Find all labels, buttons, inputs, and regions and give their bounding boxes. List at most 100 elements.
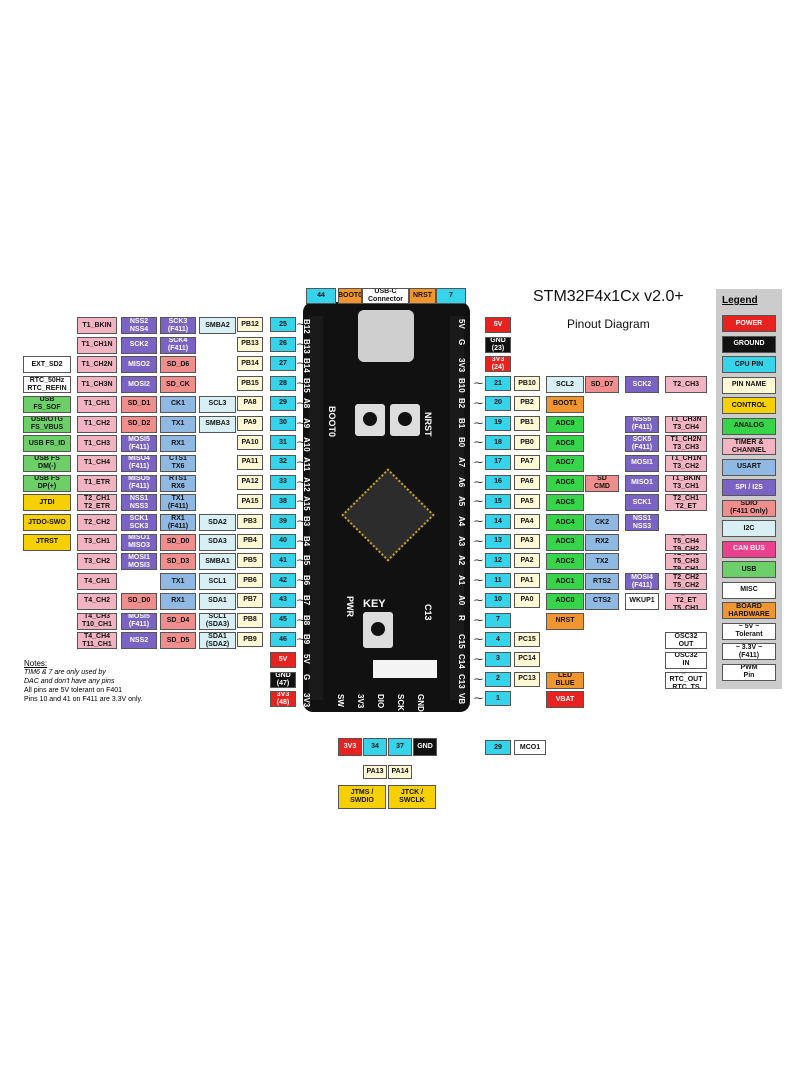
right-silk-label: 3V3 [457,358,466,373]
tolerant-mark: ⁓ [474,476,483,487]
left-function-cell: RX1 [160,592,196,610]
right-pin-name: PB0 [514,435,540,451]
tolerant-mark: ⁓ [297,575,306,586]
right-silk-label: B10 [457,378,466,393]
tolerant-mark: ⁓ [297,535,306,546]
right-function-cell: ADC0 [546,592,584,610]
left-silk-label: B15 [302,378,311,393]
left-function-cell: JTDO-SWO [23,514,71,531]
left-pin-name: PB5 [237,553,263,569]
right-cpu-pin: 14 [485,514,511,529]
left-pin-name: PB7 [237,592,263,608]
right-pin-name: PA1 [514,573,540,589]
right-cpu-pin: 12 [485,553,511,569]
left-function-cell: SCK1 SCK3 [121,514,157,531]
left-function-cell: SDA2 [199,514,236,531]
tolerant-mark: ⁓ [474,535,483,546]
legend-item: GROUND [722,335,776,353]
tolerant-mark: ⁓ [474,673,483,684]
left-function-cell: SD_D6 [160,356,196,374]
right-function-cell: RX2 [585,533,619,551]
left-function-cell: T1_CH3N [77,376,117,394]
key-label: KEY [363,598,386,610]
right-function-cell: NSS1 NSS3 [625,514,659,531]
left-function-cell: SCL1 [199,573,236,591]
bottom-pin: 3V3 [338,738,362,756]
tolerant-mark: ⁓ [474,693,483,704]
left-function-cell: MOSI5 (F411) [121,612,157,630]
left-pin-name: PA9 [237,415,263,431]
c13-label: C13 [423,604,433,621]
left-function-cell: T1_CH4 [77,454,117,472]
right-function-cell: RTC_AMP1 RTC_OUT RTC_TS [665,671,707,689]
legend-item: ~ 3.3V ~ (F411) [722,643,776,660]
left-function-cell: JTDI [23,494,71,512]
right-pin-name: PA4 [514,514,540,529]
right-silk-label: A6 [457,476,466,487]
legend-item: MISC [722,581,776,599]
right-function-cell: OSC32 IN [665,651,707,669]
right-pin-name: PA5 [514,494,540,510]
left-function-cell: TX1 (F411) [160,494,196,512]
right-function-cell: T1_CH1N T3_CH2 [665,454,707,472]
right-silk-label: C15 [457,634,466,649]
top-header-cell: BOOT0 [338,288,362,304]
right-function-cell: SCK2 [625,376,659,394]
left-cpu-pin: 31 [270,435,296,451]
left-cpu-pin: 45 [270,612,296,628]
left-function-cell: T1_BKIN [77,317,117,334]
left-silk-label: A9 [302,417,311,428]
left-silk-label: B7 [302,594,311,606]
right-cpu-pin: 21 [485,376,511,392]
left-power-pin: GND (47) [270,671,296,688]
tolerant-mark: ⁓ [297,456,306,467]
left-function-cell: SD_D0 [160,533,196,551]
tolerant-mark: ⁓ [474,575,483,586]
legend-item: CONTROL [722,397,776,414]
left-power-pin: 3V3 (48) [270,691,296,708]
right-function-cell: BOOT1 [546,395,584,413]
left-pin-name: PB15 [237,376,263,392]
left-silk-label: B3 [302,516,311,527]
tolerant-mark: ⁓ [474,516,483,526]
boot0-button[interactable] [355,404,385,436]
left-function-cell: T3_CH2 [77,553,117,571]
tolerant-mark: ⁓ [474,496,483,507]
left-pin-name: PB4 [237,533,263,549]
left-function-cell: SDA1 (SDA2) [199,632,236,650]
tolerant-mark: ⁓ [474,378,483,389]
left-pin-name: PB6 [237,573,263,589]
left-cpu-pin: 29 [270,395,296,411]
left-cpu-pin: 33 [270,474,296,490]
legend-item: SPI / I2S [722,479,776,496]
left-pin-name: PB12 [237,317,263,332]
left-function-cell: NSS2 NSS4 [121,317,157,334]
right-silk-label: B2 [457,397,466,409]
left-pin-name: PA12 [237,474,263,490]
right-silk-label: VB [457,693,466,705]
mco-pin: 29 [485,740,511,755]
right-function-cell: SCL2 [546,376,584,394]
left-function-cell: USB FS DM(-) [23,454,71,472]
right-cpu-pin: 1 [485,691,511,707]
left-function-cell: CK1 [160,395,196,413]
key-button[interactable] [363,612,393,648]
right-function-cell: NSS5 (F411) [625,415,659,433]
left-pin-name: PA10 [237,435,263,451]
left-silk-label: B14 [302,358,311,374]
left-silk-label: B13 [302,338,311,354]
left-cpu-pin: 30 [270,415,296,431]
left-pin-name: PB9 [237,632,263,648]
left-silk-label: 3V3 [302,693,311,708]
legend-item: SDIO (F411 Only) [722,499,776,517]
right-function-cell: ADC5 [546,494,584,512]
left-function-cell: SD_D5 [160,632,196,650]
legend-item: ANALOG [722,417,776,435]
right-cpu-pin: 16 [485,474,511,490]
nrst-button[interactable] [390,404,420,436]
left-function-cell: TX1 [160,415,196,433]
tolerant-mark: ⁓ [297,476,306,487]
left-silk-label: A10 [302,437,311,452]
right-cpu-pin: 2 [485,671,511,687]
